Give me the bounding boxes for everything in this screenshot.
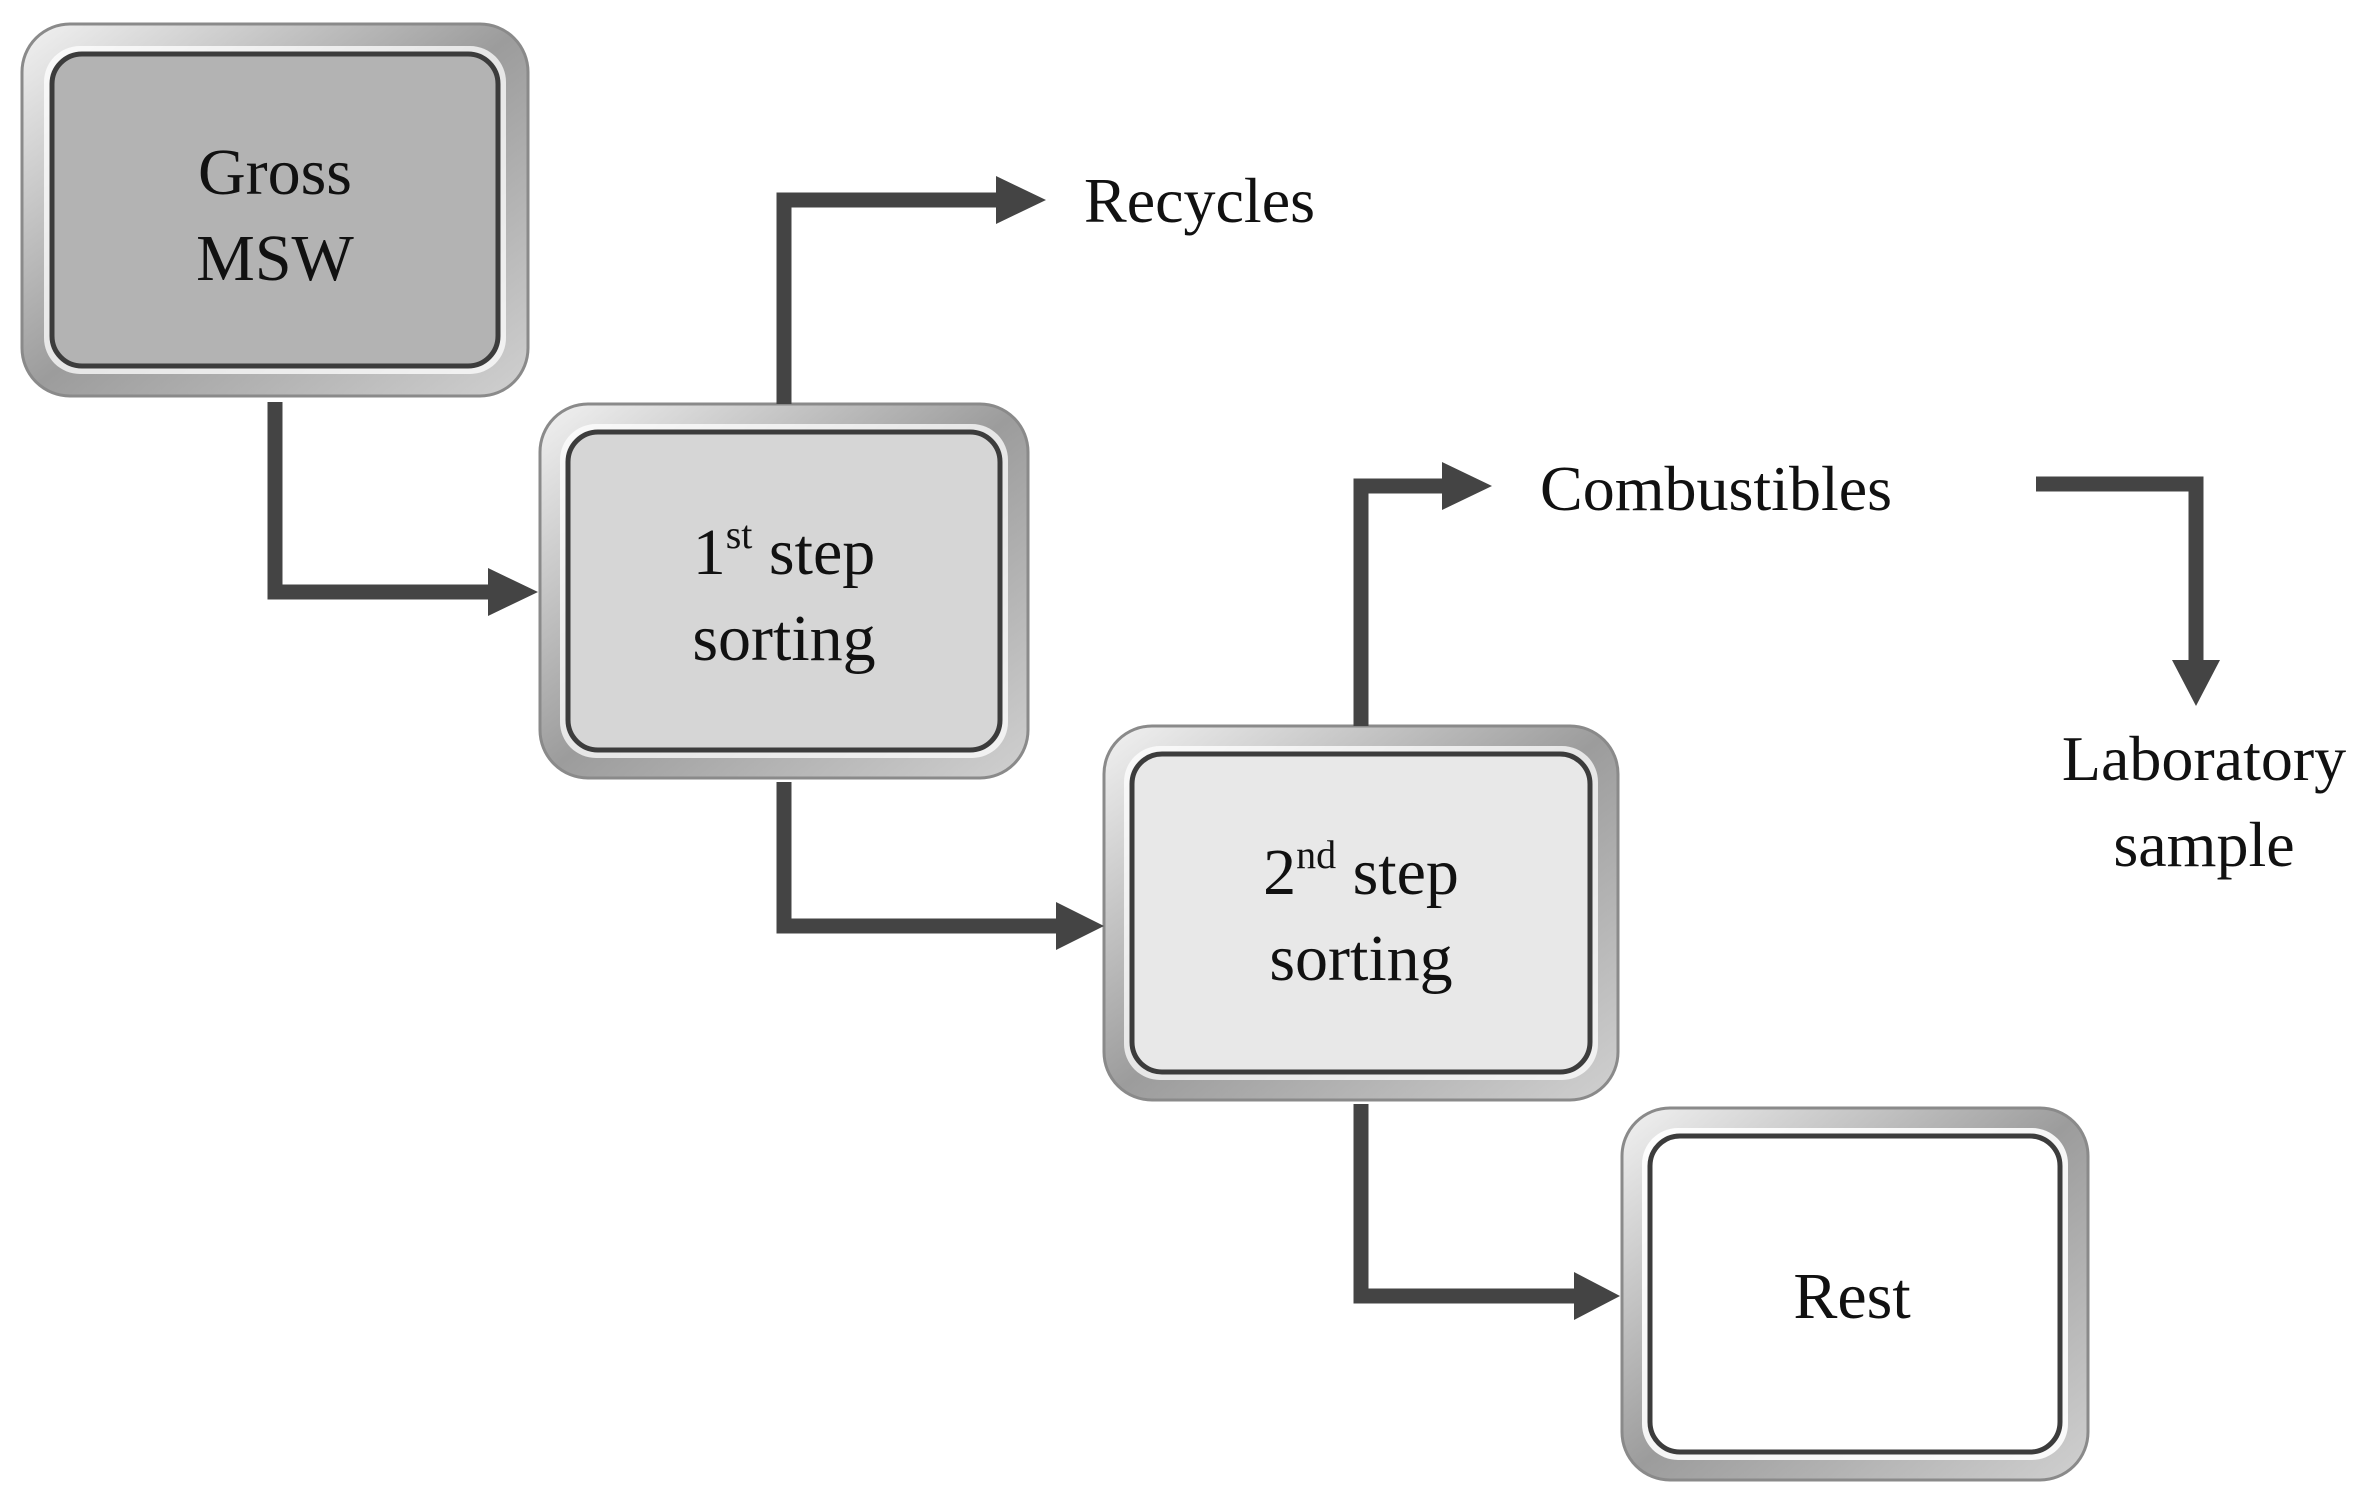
arrow-step2-to-rest [1353,1104,1620,1320]
first-step-line2: sorting [692,602,875,675]
arrow-combustibles-to-laboratory [2036,476,2220,706]
arrow-step1-to-step2 [776,782,1104,950]
arrow-step1-to-recycles [776,176,1046,404]
first-step-line1: 1st step [693,512,876,589]
rest-box: Rest [1620,1106,2090,1482]
combustibles-label: Combustibles [1540,453,1892,524]
rest-fill [1647,1133,2063,1455]
first-step-sorting-box: 1st step sorting [538,402,1030,780]
gross-msw-line2: MSW [196,222,354,295]
rest-label: Rest [1793,1260,1910,1333]
first-step-fill [565,429,1003,753]
second-step-line1: 2nd step [1263,832,1459,909]
gross-msw-box: Gross MSW [20,22,530,398]
gross-msw-line1: Gross [198,136,352,209]
second-step-line2: sorting [1269,922,1452,995]
second-step-fill [1129,751,1593,1075]
arrow-gross-to-step1 [267,402,538,616]
second-step-sorting-box: 2nd step sorting [1102,724,1620,1102]
recycles-label: Recycles [1084,165,1315,236]
laboratory-label-line1: Laboratory [2062,723,2346,794]
laboratory-label-line2: sample [2113,809,2294,880]
gross-msw-fill [49,51,501,369]
arrow-step2-to-combustibles [1353,462,1492,726]
